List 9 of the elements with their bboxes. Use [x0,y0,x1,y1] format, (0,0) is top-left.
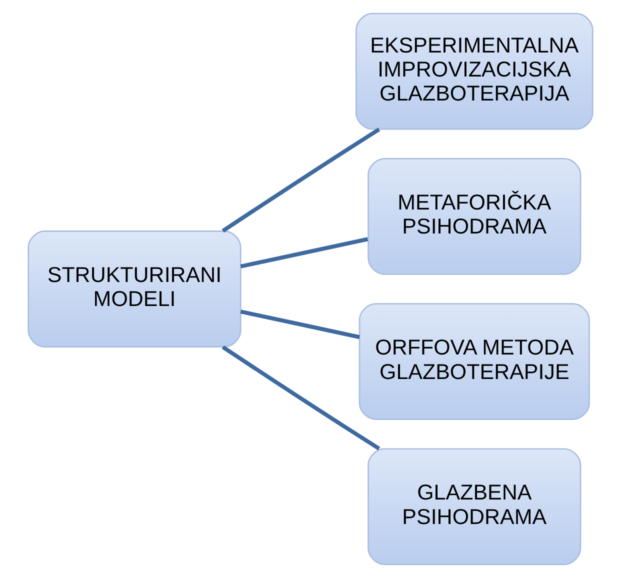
node-box: STRUKTURIRANI MODELI [27,230,241,348]
node-box: METAFORIČKA PSIHODRAMA [367,158,581,275]
node-box: EKSPERIMENTALNA IMPROVIZACIJSKA GLAZBOTERAPIJA [355,12,593,130]
connector [240,237,368,268]
connector [221,128,380,233]
node-box: ORFFOVA METODA GLAZBOTERAPIJE [358,303,590,420]
node-box: GLAZBENA PSIHODRAMA [367,448,581,566]
connector [240,310,360,340]
connector [221,345,380,450]
